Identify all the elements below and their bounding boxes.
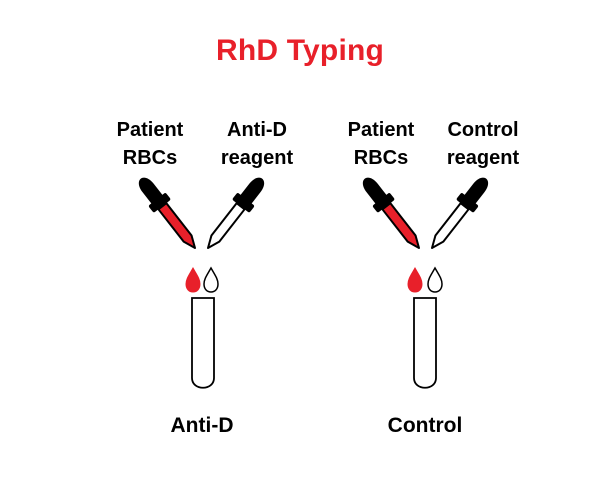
group2-test-tube: [413, 297, 437, 389]
group2-left-label: Patient RBCs: [336, 116, 426, 172]
group2-white-dropper: [422, 170, 496, 256]
group2-white-drop: [427, 267, 443, 293]
group2-left-label-line2: RBCs: [353, 147, 409, 169]
group2-right-label-line2: reagent: [446, 147, 520, 169]
group2-right-label: Control reagent: [428, 116, 538, 172]
group1-white-dropper: [198, 170, 272, 256]
group2-droppers: [355, 170, 496, 256]
group1-left-label-line1: Patient: [116, 119, 184, 141]
group2-left-label-line1: Patient: [347, 119, 415, 141]
group2-right-label-line1: Control: [447, 119, 519, 141]
group1-red-dropper: [131, 170, 205, 256]
group1-left-label-line2: RBCs: [122, 147, 178, 169]
group1-left-label: Patient RBCs: [105, 116, 195, 172]
group1-right-label: Anti-D reagent: [207, 116, 307, 172]
group1-droppers: [131, 170, 272, 256]
group2-tube-label: Control: [387, 414, 463, 437]
group1-right-label-line1: Anti-D: [227, 119, 287, 141]
group1-test-tube: [191, 297, 215, 389]
group1-red-drop: [185, 267, 201, 293]
group2-red-drop: [407, 267, 423, 293]
group1-right-label-line2: reagent: [220, 147, 294, 169]
group1-white-drop: [203, 267, 219, 293]
diagram-title: RhD Typing: [215, 34, 385, 67]
group1-tube-label: Anti-D: [170, 414, 234, 437]
group2-red-dropper: [355, 170, 429, 256]
